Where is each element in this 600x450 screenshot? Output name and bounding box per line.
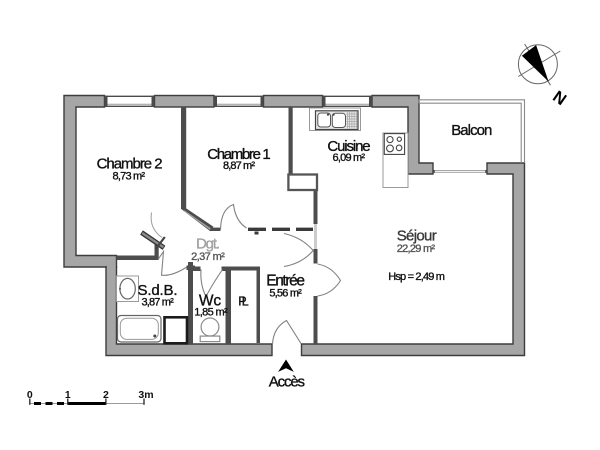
svg-text:22,29 m²: 22,29 m² — [397, 243, 436, 255]
svg-text:Balcon: Balcon — [451, 122, 492, 139]
svg-text:S.d.B.: S.d.B. — [138, 282, 178, 299]
svg-text:2: 2 — [103, 389, 109, 401]
svg-text:2,37 m²: 2,37 m² — [191, 251, 225, 263]
svg-text:8,73 m²: 8,73 m² — [113, 170, 146, 182]
svg-text:Entrée: Entrée — [266, 273, 305, 290]
svg-text:Wc: Wc — [199, 293, 221, 310]
svg-text:6,09 m²: 6,09 m² — [333, 152, 366, 164]
svg-text:3m: 3m — [138, 389, 153, 401]
svg-text:Cuisine: Cuisine — [327, 138, 370, 155]
svg-text:Dgt.: Dgt. — [196, 236, 220, 253]
svg-text:Hsp = 2,49 m: Hsp = 2,49 m — [388, 271, 445, 283]
svg-text:8,87 m²: 8,87 m² — [223, 160, 255, 172]
svg-text:5,56 m²: 5,56 m² — [269, 287, 302, 299]
svg-text:Séjour: Séjour — [397, 228, 437, 245]
svg-text:Chambre 2: Chambre 2 — [97, 155, 163, 172]
svg-text:0: 0 — [27, 389, 33, 401]
svg-text:3,87 m²: 3,87 m² — [141, 297, 174, 309]
svg-text:Chambre 1: Chambre 1 — [207, 146, 271, 163]
svg-text:1,85 m²: 1,85 m² — [194, 307, 228, 319]
svg-text:1: 1 — [65, 389, 71, 401]
svg-text:PL: PL — [238, 295, 249, 309]
svg-text:Accès: Accès — [269, 373, 305, 390]
